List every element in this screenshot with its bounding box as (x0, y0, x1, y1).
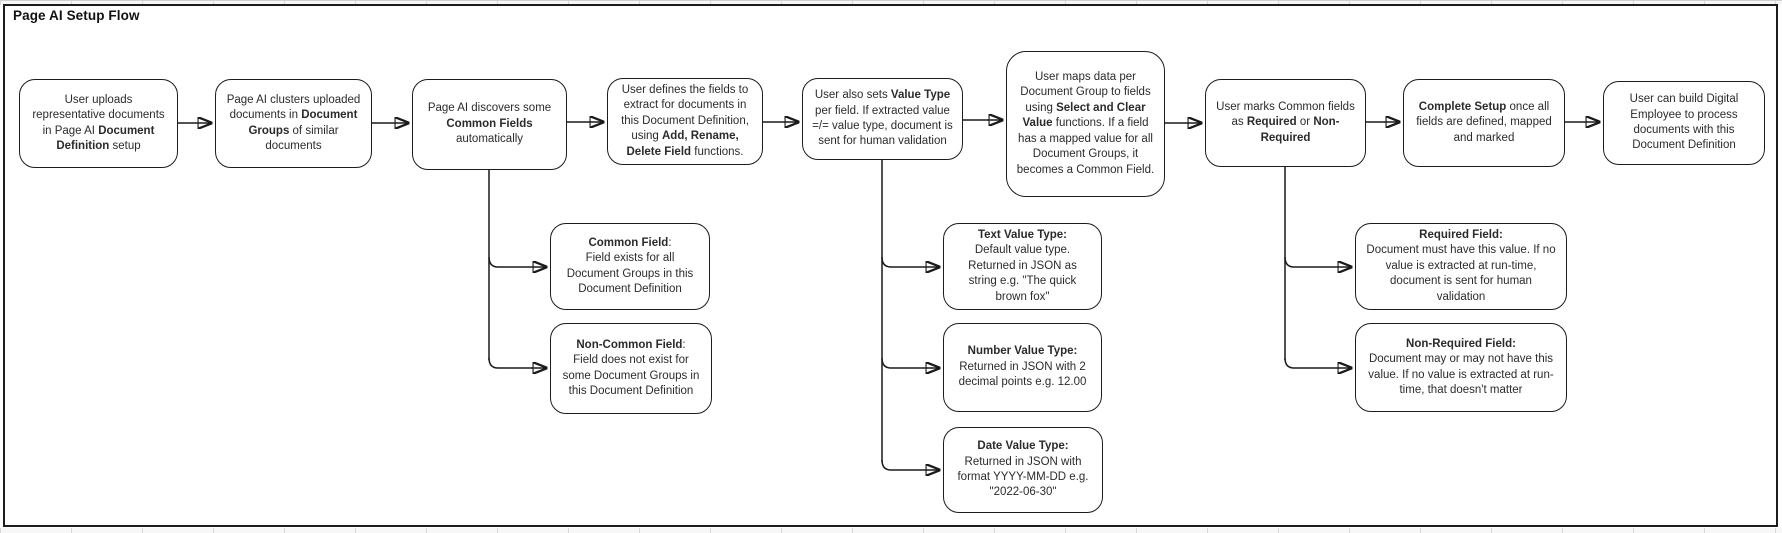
flow-node-set-value-type: User also sets Value Type per field. If … (802, 78, 963, 160)
note-node-number-value-type: Number Value Type:Returned in JSON with … (943, 323, 1102, 412)
node-label: Non-Common Field:Field does not exist fo… (562, 338, 700, 397)
flow-node-cluster-documents: Page AI clusters uploaded documents in D… (215, 79, 372, 168)
node-label: User maps data per Document Group to fie… (1016, 71, 1155, 176)
node-label: User also sets Value Type per field. If … (812, 89, 953, 148)
node-label: Text Value Type:Default value type. Retu… (968, 228, 1077, 303)
flow-node-upload-documents: User uploads representative documents in… (19, 79, 178, 168)
diagram-title: Page AI Setup Flow (13, 8, 140, 23)
node-label: User marks Common fields as Required or … (1216, 100, 1355, 144)
node-label: Required Field:Document must have this v… (1366, 228, 1556, 303)
node-label: Page AI discovers some Common Fields aut… (427, 102, 552, 146)
canvas-edge-top (0, 0, 1782, 5)
node-label: Common Field:Field exists for all Docume… (566, 236, 694, 295)
note-node-non-common-field: Non-Common Field:Field does not exist fo… (550, 323, 712, 414)
note-node-non-required-field: Non-Required Field:Document may or may n… (1355, 323, 1567, 412)
node-label: User uploads representative documents in… (32, 93, 165, 152)
node-label: Date Value Type:Returned in JSON with fo… (957, 440, 1089, 499)
node-label: Number Value Type:Returned in JSON with … (958, 345, 1087, 389)
note-node-required-field: Required Field:Document must have this v… (1355, 223, 1567, 310)
node-label: User can build Digital Employee to proce… (1629, 93, 1739, 152)
flow-node-map-data: User maps data per Document Group to fie… (1006, 51, 1165, 197)
note-node-date-value-type: Date Value Type:Returned in JSON with fo… (943, 427, 1103, 513)
node-label: Page AI clusters uploaded documents in D… (226, 93, 361, 152)
flow-node-mark-required: User marks Common fields as Required or … (1205, 79, 1366, 167)
note-node-common-field: Common Field:Field exists for all Docume… (550, 223, 710, 310)
note-node-text-value-type: Text Value Type:Default value type. Retu… (943, 223, 1102, 310)
node-label: Non-Required Field:Document may or may n… (1368, 337, 1554, 396)
flow-node-discover-common-fields: Page AI discovers some Common Fields aut… (412, 79, 567, 170)
flow-node-build-digital-employee: User can build Digital Employee to proce… (1603, 81, 1765, 165)
flow-node-define-fields: User defines the fields to extract for d… (607, 78, 763, 165)
node-label: Complete Setup once all fields are defin… (1416, 100, 1552, 144)
canvas-edge-bottom (0, 528, 1782, 533)
flow-node-complete-setup: Complete Setup once all fields are defin… (1403, 79, 1565, 167)
node-label: User defines the fields to extract for d… (621, 83, 749, 158)
